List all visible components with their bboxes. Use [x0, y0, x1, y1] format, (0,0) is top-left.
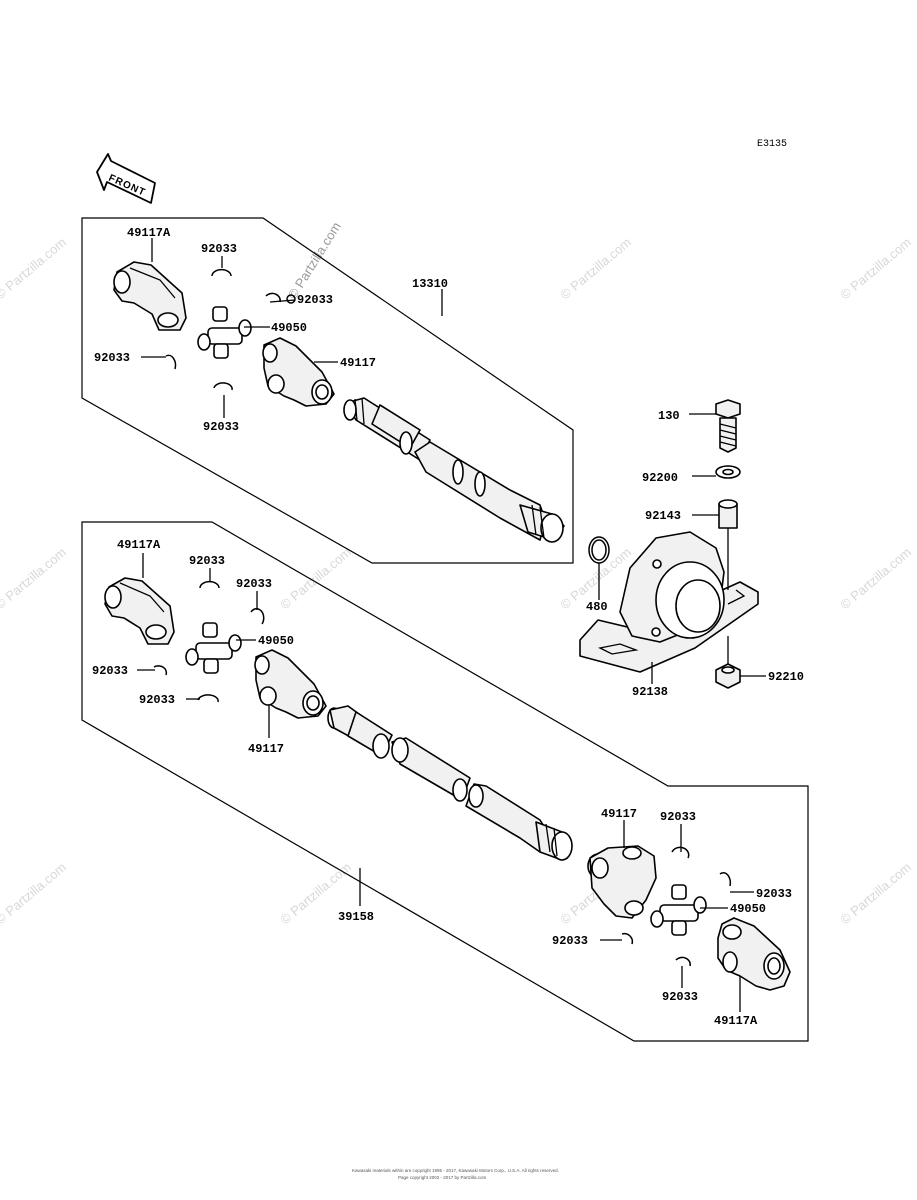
watermark-text: © Partzilla.com	[557, 234, 634, 302]
circlip-92033	[250, 608, 265, 625]
shaft-39158	[327, 705, 573, 861]
circlip-92033	[671, 846, 690, 859]
yoke-49117-upper	[262, 337, 335, 407]
yoke-49117A-rear	[717, 917, 791, 991]
label-92033[interactable]: 92033	[201, 242, 237, 256]
label-130[interactable]: 130	[658, 409, 680, 423]
yoke-49117A-upper	[113, 261, 187, 331]
circlip-92033	[675, 956, 691, 967]
label-92143[interactable]: 92143	[645, 509, 681, 523]
label-92033[interactable]: 92033	[662, 990, 698, 1004]
lower-assembly-frame	[81, 521, 809, 1042]
spider-49050-lower-front	[185, 622, 242, 674]
watermark-text: © Partzilla.com	[0, 544, 69, 612]
spider-49050-rear	[650, 884, 707, 936]
label-92033[interactable]: 92033	[139, 693, 175, 707]
watermark-text: © Partzilla.com	[277, 544, 354, 612]
nut-92210	[715, 663, 741, 689]
label-49050[interactable]: 49050	[258, 634, 294, 648]
shaft-13310	[343, 397, 565, 543]
circlip-92033	[621, 932, 634, 945]
bolt-130	[715, 399, 741, 453]
label-92033[interactable]: 92033	[756, 887, 792, 901]
collar-92143	[718, 499, 738, 529]
label-49117[interactable]: 49117	[601, 807, 637, 821]
watermark-text: © Partzilla.com	[0, 859, 69, 927]
label-49117A[interactable]: 49117A	[117, 538, 161, 552]
diagram-code: E3135	[757, 139, 787, 150]
watermark-text: © Partzilla.com	[0, 234, 69, 302]
watermark-text: © Partzilla.com	[837, 859, 914, 927]
label-92210[interactable]: 92210	[768, 670, 804, 684]
watermark-text: © Partzilla.com	[837, 234, 914, 302]
watermark-text: © Partzilla.com	[285, 219, 344, 301]
label-92033[interactable]: 92033	[92, 664, 128, 678]
copyright-footer: Kawasaki materials within are copyright …	[352, 1168, 559, 1173]
label-92033[interactable]: 92033	[660, 810, 696, 824]
front-arrow: FRONT	[96, 153, 156, 204]
yoke-49117A-lower-front	[104, 577, 175, 645]
circlip-92033	[199, 580, 220, 589]
circlip-92033-left	[165, 354, 177, 370]
label-49050[interactable]: 49050	[730, 902, 766, 916]
circlip-92033-right	[265, 292, 281, 303]
ring-480	[588, 536, 610, 564]
spider-49050-upper	[197, 306, 252, 359]
label-92033[interactable]: 92033	[189, 554, 225, 568]
watermark-layer: © Partzilla.com © Partzilla.com © Partzi…	[0, 219, 914, 927]
watermark-text: © Partzilla.com	[837, 544, 914, 612]
circlip-92033	[153, 665, 168, 676]
label-49117[interactable]: 49117	[340, 356, 376, 370]
label-92033[interactable]: 92033	[203, 420, 239, 434]
label-49117A[interactable]: 49117A	[714, 1014, 758, 1028]
label-49050[interactable]: 49050	[271, 321, 307, 335]
grease-nipple	[286, 294, 296, 304]
circlip-92033	[719, 872, 732, 887]
circlip-92033	[197, 694, 219, 703]
label-92200[interactable]: 92200	[642, 471, 678, 485]
circlip-92033-bottom	[213, 382, 233, 391]
copyright-footer: Page copyright 2002 - 2017 by Partzilla.…	[398, 1175, 487, 1180]
housing-92138	[579, 531, 759, 673]
washer-92200	[715, 465, 741, 479]
upper-assembly-frame	[81, 217, 574, 564]
label-92033[interactable]: 92033	[297, 293, 333, 307]
label-49117[interactable]: 49117	[248, 742, 284, 756]
label-92033[interactable]: 92033	[236, 577, 272, 591]
label-13310[interactable]: 13310	[412, 277, 448, 291]
yoke-49117-lower-front	[254, 649, 327, 719]
leader-line	[269, 299, 296, 303]
label-39158[interactable]: 39158	[338, 910, 374, 924]
yoke-49117-rear	[587, 845, 657, 919]
label-92138[interactable]: 92138	[632, 685, 668, 699]
label-92033[interactable]: 92033	[94, 351, 130, 365]
label-480[interactable]: 480	[586, 600, 608, 614]
circlip-92033-top	[211, 268, 232, 277]
label-92033[interactable]: 92033	[552, 934, 588, 948]
label-49117A[interactable]: 49117A	[127, 226, 171, 240]
